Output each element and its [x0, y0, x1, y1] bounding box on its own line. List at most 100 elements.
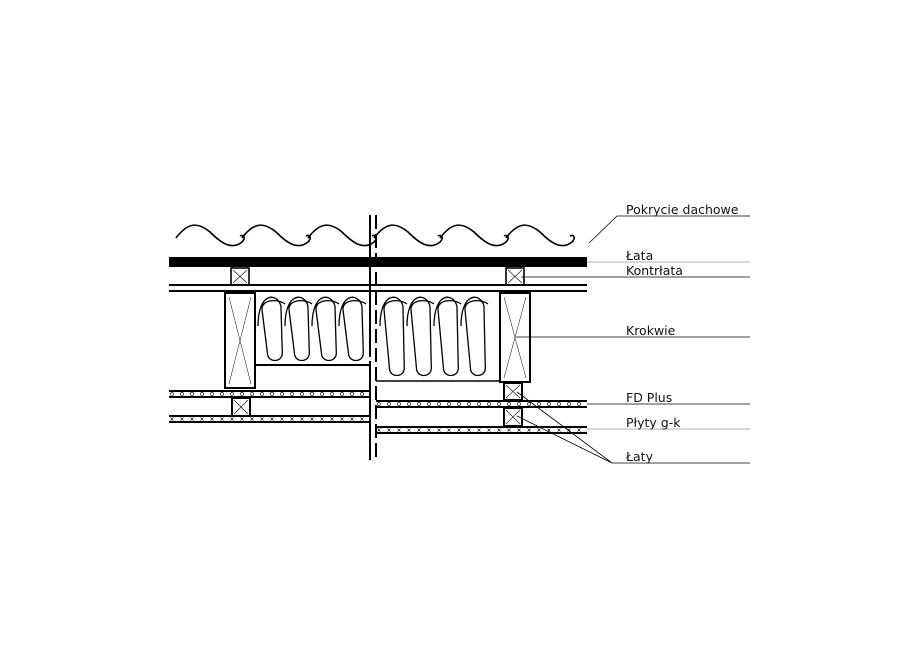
board-pattern-circle — [417, 402, 421, 406]
board-pattern-cross — [457, 428, 461, 432]
board-pattern-circle — [270, 392, 274, 396]
label-counter-batten: Kontrłata — [626, 263, 683, 278]
board-pattern-cross — [300, 417, 304, 421]
board-pattern-circle — [290, 392, 294, 396]
label-rafters: Krokwie — [626, 323, 676, 338]
board-pattern-cross — [567, 428, 571, 432]
mineral-wool-insulation — [257, 296, 489, 377]
insulation-loop — [379, 296, 408, 377]
board-pattern-cross — [360, 417, 364, 421]
board-pattern-circle — [517, 402, 521, 406]
board-pattern-circle — [350, 392, 354, 396]
board-pattern-circle — [230, 392, 234, 396]
board-pattern-cross — [230, 417, 234, 421]
board-pattern-cross — [577, 428, 581, 432]
board-pattern-cross — [180, 417, 184, 421]
ceiling-batten-right-upper — [503, 382, 523, 401]
board-pattern-circle — [467, 402, 471, 406]
board-pattern-cross — [427, 428, 431, 432]
board-pattern-cross — [507, 428, 511, 432]
label-fd-plus: FD Plus — [626, 390, 672, 405]
plasterboard — [169, 415, 370, 423]
board-pattern-cross — [210, 417, 214, 421]
board-pattern-circle — [387, 402, 391, 406]
insulation-loop — [338, 296, 367, 362]
board-pattern-cross — [407, 428, 411, 432]
board-pattern-circle — [437, 402, 441, 406]
roof-wave — [241, 224, 311, 247]
board-pattern-circle — [330, 392, 334, 396]
board-pattern-cross — [310, 417, 314, 421]
board-pattern-cross — [170, 417, 174, 421]
counter-batten-left — [230, 267, 250, 286]
roof-wave — [373, 224, 443, 247]
board-pattern-cross — [320, 417, 324, 421]
ceiling-boards — [169, 390, 587, 434]
ceiling-batten-right-lower — [503, 407, 523, 427]
insulation-loop — [460, 296, 489, 377]
rafter-left — [224, 292, 256, 389]
roof-wave — [175, 224, 245, 247]
board-pattern-cross — [477, 428, 481, 432]
board-pattern-cross — [397, 428, 401, 432]
board-pattern-cross — [447, 428, 451, 432]
board-pattern-cross — [190, 417, 194, 421]
board-pattern-circle — [280, 392, 284, 396]
insulation-loop — [406, 296, 435, 377]
board-pattern-circle — [547, 402, 551, 406]
board-pattern-circle — [340, 392, 344, 396]
insulation-loop — [311, 296, 340, 362]
board-pattern-circle — [507, 402, 511, 406]
board-pattern-circle — [527, 402, 531, 406]
fd-plus-board — [376, 400, 587, 408]
board-pattern-cross — [527, 428, 531, 432]
board-pattern-cross — [270, 417, 274, 421]
board-pattern-cross — [330, 417, 334, 421]
board-pattern-circle — [487, 402, 491, 406]
board-pattern-cross — [497, 428, 501, 432]
ceiling-batten-left — [231, 397, 251, 417]
board-pattern-circle — [447, 402, 451, 406]
leader-lines — [516, 215, 750, 464]
board-pattern-circle — [427, 402, 431, 406]
board-pattern-cross — [467, 428, 471, 432]
insulation-loop — [257, 296, 286, 362]
board-pattern-cross — [340, 417, 344, 421]
roof-wave — [307, 224, 377, 247]
board-pattern-circle — [397, 402, 401, 406]
fd-plus-board — [169, 390, 370, 398]
roof-covering-waves — [175, 224, 575, 247]
insulation-loop — [284, 296, 313, 362]
board-pattern-cross — [220, 417, 224, 421]
board-pattern-cross — [350, 417, 354, 421]
plasterboard — [376, 426, 587, 434]
board-pattern-cross — [250, 417, 254, 421]
board-pattern-cross — [517, 428, 521, 432]
board-pattern-circle — [220, 392, 224, 396]
board-pattern-cross — [280, 417, 284, 421]
rafter-right — [499, 292, 531, 383]
board-pattern-cross — [377, 428, 381, 432]
label-battens: Łaty — [625, 449, 654, 464]
board-pattern-cross — [537, 428, 541, 432]
board-pattern-circle — [180, 392, 184, 396]
label-roof-covering: Pokrycie dachowe — [626, 202, 739, 217]
board-pattern-cross — [487, 428, 491, 432]
board-pattern-circle — [310, 392, 314, 396]
board-pattern-cross — [200, 417, 204, 421]
board-pattern-circle — [360, 392, 364, 396]
board-pattern-circle — [577, 402, 581, 406]
board-pattern-cross — [387, 428, 391, 432]
board-pattern-circle — [497, 402, 501, 406]
section-break-line — [369, 215, 377, 460]
board-pattern-cross — [557, 428, 561, 432]
board-pattern-circle — [190, 392, 194, 396]
board-pattern-cross — [437, 428, 441, 432]
board-pattern-circle — [300, 392, 304, 396]
board-pattern-cross — [290, 417, 294, 421]
counter-batten-right — [505, 267, 525, 286]
label-batten: Łata — [625, 248, 653, 263]
board-pattern-circle — [407, 402, 411, 406]
